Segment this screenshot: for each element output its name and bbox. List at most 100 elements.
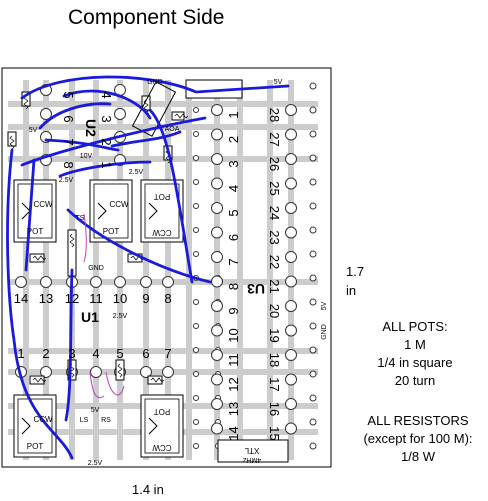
u3-pin-label: 13 (226, 402, 241, 416)
u3-pin-pad (285, 300, 297, 312)
u3-pin-label: 8 (226, 283, 241, 290)
u3-pin-pad (211, 373, 223, 386)
u3-pin-label: 27 (267, 132, 282, 146)
jumper-wire (105, 371, 125, 396)
spare-pad (309, 202, 317, 210)
u3-pin-pad (211, 398, 223, 410)
u2-pin-label: 8 (61, 161, 76, 168)
u1-pin-label: 3 (68, 346, 75, 361)
u1-pin-label: 1 (17, 346, 24, 361)
u3-pin-label: 26 (267, 157, 282, 171)
spare-pad (309, 442, 317, 450)
rs-label: RS (101, 417, 111, 424)
u3-pin-pad (285, 422, 297, 435)
pot-label: POT (154, 192, 171, 201)
resistor-symbol (9, 135, 15, 150)
resistor (171, 111, 185, 121)
gnd-label: GND (88, 265, 104, 272)
copper-strip (143, 80, 149, 460)
u3-pin-pad (211, 104, 223, 116)
resistor-symbol (32, 377, 47, 383)
u3-pin-pad (285, 349, 297, 361)
u3-pin-pad (285, 275, 297, 288)
resistor (67, 359, 77, 381)
u3-label: U3 (247, 281, 265, 297)
resistor-symbol (117, 363, 123, 378)
u3-pin-pad (211, 300, 223, 312)
resistor-symbol (150, 377, 165, 383)
spare-pad (309, 106, 317, 114)
resistors-note-line: 1/8 W (401, 449, 435, 464)
u3-pin-label: 14 (226, 426, 241, 440)
jumper-wire (83, 213, 87, 263)
u1-pin-label: 12 (65, 291, 79, 306)
v10-label: 10V (80, 153, 93, 160)
u3-pin-label: 25 (267, 181, 282, 195)
u3-pin-pad (211, 275, 223, 288)
spare-pad (193, 155, 199, 161)
u1-pin-pad (140, 366, 152, 378)
u2-pin-pad (40, 108, 52, 120)
u3-pin-label: 10 (226, 328, 241, 342)
u1-pin-label: 13 (39, 291, 53, 306)
wire-trace (20, 75, 290, 100)
copper-strip (8, 156, 318, 162)
u2-pin-label: 5 (61, 91, 76, 98)
u3-pin-pad (285, 398, 297, 410)
u2-pin-pad (114, 108, 126, 120)
u3-pin-pad (285, 128, 297, 141)
u3-pin-pad (211, 251, 223, 263)
pots-note-line: 1 M (404, 337, 426, 352)
ccw-label: CCW (33, 200, 53, 209)
spare-pad (193, 227, 199, 233)
u3-pin-pad (285, 153, 297, 165)
wire-trace (20, 116, 207, 167)
u3-pin-pad (211, 177, 223, 190)
spare-pad (193, 131, 199, 137)
u1-pin-pad (114, 276, 126, 288)
u2-label: U2 (83, 119, 99, 137)
u1-pin-label: 9 (142, 291, 149, 306)
u1-pin-label: 14 (14, 291, 28, 306)
wire-trace (58, 160, 152, 178)
u1-pin-pad (162, 366, 174, 378)
xtl-freq-label: 4MHz (242, 456, 261, 463)
u3-pin-pad (211, 422, 223, 435)
width-dimension: 1.4 in (132, 482, 164, 497)
u3-pin-label: 19 (267, 328, 282, 342)
pots-note-line: 20 turn (394, 373, 436, 388)
pot-symbol (21, 417, 31, 435)
u3-pin-label: 6 (226, 234, 241, 241)
u3-pin-label: 1 (226, 111, 241, 118)
spare-pad (309, 250, 317, 258)
u1-pin-label: 5 (116, 346, 123, 361)
gnd-label: GND (321, 324, 328, 340)
spare-pad (193, 179, 199, 185)
u1-pin-label: 8 (164, 291, 171, 306)
height-unit: in (346, 283, 357, 298)
u3-pin-pad (285, 373, 297, 386)
u3-pin-label: 28 (267, 108, 282, 122)
wire-trace (6, 148, 74, 460)
ls-label: LS (80, 417, 89, 424)
gnd-label: GND (147, 79, 163, 86)
u3-pin-pad (285, 104, 297, 116)
ccw-label: CCW (152, 228, 172, 237)
u2-pin-label: 3 (99, 115, 114, 122)
copper-strip (267, 80, 273, 460)
height-value: 1.7 (346, 264, 365, 279)
u3-pin-label: 23 (267, 230, 282, 244)
page-title: Component Side (68, 6, 225, 29)
pot-frame (93, 183, 129, 239)
resistor-symbol (130, 255, 145, 261)
spare-pad (193, 299, 199, 305)
resistor (29, 375, 45, 385)
copper-strip (288, 80, 294, 460)
copper-strip (8, 348, 318, 354)
u3-pin-pad (285, 251, 297, 263)
spare-pad (193, 395, 199, 401)
wire-trace (66, 208, 212, 284)
resistor-symbol (174, 113, 189, 119)
u1-pin-pad (140, 276, 152, 288)
spare-pad (309, 370, 317, 378)
